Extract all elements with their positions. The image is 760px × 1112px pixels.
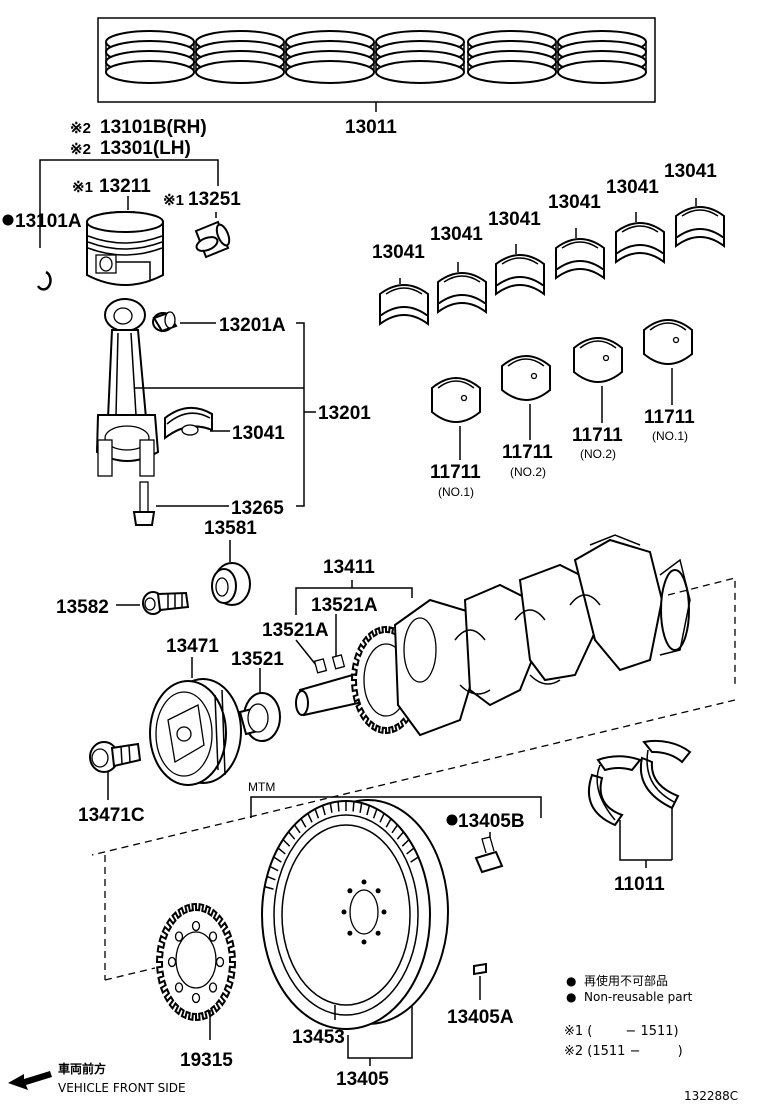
part-number-13041-main-3: 13041: [488, 209, 541, 230]
flywheel-bolt[interactable]: [474, 836, 504, 874]
front-jp: 車両前方: [58, 1061, 106, 1076]
bearing-grade-1: (NO.1): [438, 485, 474, 499]
part-number-13521a-lower: 13521A: [262, 620, 329, 641]
part-number-13041-main-2: 13041: [430, 224, 483, 245]
part-number-13101b: 13101B(RH): [100, 117, 207, 138]
part-number-13011: 13011: [345, 117, 397, 138]
timing-plate[interactable]: [155, 902, 237, 1022]
part-number-11711-4: 11711: [644, 407, 695, 428]
bearing-grade-3: (NO.2): [580, 447, 616, 461]
part-number-13101a: 13101A: [15, 211, 82, 232]
crankshaft[interactable]: [295, 534, 691, 737]
part-number-13201: 13201: [318, 403, 371, 424]
piston-ring-2: [195, 30, 285, 84]
part-number-13041-main-4: 13041: [548, 192, 601, 213]
piston[interactable]: [86, 211, 164, 286]
bushing[interactable]: [152, 311, 178, 333]
part-number-13265: 13265: [231, 498, 284, 519]
crankshaft-bushing[interactable]: [211, 562, 251, 606]
main-bearing-upper-5[interactable]: [615, 222, 665, 264]
connecting-rod[interactable]: [95, 298, 160, 477]
part-number-13411: 13411: [323, 557, 375, 578]
note-mark-1a: ※1: [72, 179, 93, 196]
piston-ring-3: [285, 30, 375, 84]
part-number-13301: 13301(LH): [100, 138, 191, 159]
non-reusable-dot-13101a: [2, 214, 14, 226]
piston-ring-1: [105, 30, 195, 84]
main-bearing-lower-3[interactable]: [573, 337, 623, 383]
piston-ring-4: [375, 30, 465, 84]
part-number-13041-main-1: 13041: [372, 242, 425, 263]
legend-en: Non-reusable part: [584, 990, 693, 1004]
part-number-13041-rod: 13041: [232, 423, 285, 444]
non-reusable-dot-13405b: [446, 814, 458, 826]
note-mark-2b: ※2: [70, 141, 91, 158]
rod-bolt[interactable]: [132, 481, 156, 526]
flywheel-pin[interactable]: [473, 962, 487, 976]
main-bearing-lower-4[interactable]: [643, 319, 693, 365]
part-number-13471: 13471: [166, 636, 219, 657]
snap-ring[interactable]: [36, 270, 52, 291]
bearing-grade-4: (NO.1): [652, 429, 688, 443]
main-bearing-upper-4[interactable]: [555, 238, 605, 280]
crankshaft-pulley[interactable]: [149, 678, 242, 786]
main-bearing-upper-6[interactable]: [675, 206, 725, 248]
piston-pin[interactable]: [194, 220, 232, 259]
crank-timing-sprocket[interactable]: [238, 692, 281, 742]
legend-bullet-2: ●: [566, 990, 576, 1004]
piston-ring-6: [557, 30, 647, 84]
legend-jp: 再使用不可部品: [584, 973, 668, 988]
part-number-13211: 13211: [99, 176, 151, 197]
main-bearing-upper-3[interactable]: [495, 254, 545, 296]
bearing-grade-2: (NO.2): [510, 465, 546, 479]
main-bearing-lower-1[interactable]: [431, 377, 481, 423]
part-number-19315: 19315: [180, 1050, 233, 1071]
part-number-13521: 13521: [231, 649, 284, 670]
note-mark-2a: ※2: [70, 120, 91, 137]
main-bearing-upper-1[interactable]: [379, 284, 429, 326]
part-number-11011: 11011: [614, 874, 665, 895]
part-number-13581: 13581: [204, 518, 257, 539]
legend-note-2: ※2 (1511 − ): [564, 1044, 683, 1059]
mtm-label: MTM: [248, 780, 275, 794]
front-arrow-icon: [8, 1071, 52, 1090]
part-number-13405b: 13405B: [458, 811, 525, 832]
part-number-13405: 13405: [336, 1069, 389, 1090]
part-number-13041-main-5: 13041: [606, 177, 659, 198]
crankshaft-bolt-13582[interactable]: [142, 591, 190, 615]
legend-note-1: ※1 ( − 1511): [564, 1024, 679, 1039]
thrust-washer-right[interactable]: [639, 739, 692, 860]
part-number-11711-3: 11711: [572, 425, 623, 446]
part-number-11711-2: 11711: [502, 442, 553, 463]
legend-bullet-1: ●: [566, 974, 576, 988]
note-mark-1b: ※1: [163, 192, 184, 209]
part-number-13405a: 13405A: [447, 1007, 514, 1028]
part-number-13041-main-6: 13041: [664, 161, 717, 182]
pulley-bolt[interactable]: [89, 741, 142, 773]
part-number-13582: 13582: [56, 597, 109, 618]
part-number-13471c: 13471C: [78, 805, 145, 826]
part-number-11711-1: 11711: [430, 462, 481, 483]
vehicle-front-indicator: 車両前方 VEHICLE FRONT SIDE: [8, 1061, 186, 1095]
rod-bearing[interactable]: [164, 407, 213, 441]
figure-id: 132288C: [684, 1089, 738, 1103]
front-en: VEHICLE FRONT SIDE: [58, 1081, 186, 1095]
part-number-13521a-upper: 13521A: [311, 595, 378, 616]
part-number-13201a: 13201A: [219, 315, 286, 336]
part-number-13251: 13251: [188, 189, 241, 210]
piston-ring-5: [467, 30, 557, 84]
legend: ● 再使用不可部品 ● Non-reusable part ※1 ( − 151…: [564, 973, 693, 1059]
piston-ring-set[interactable]: [97, 17, 656, 112]
part-number-13453: 13453: [292, 1027, 345, 1048]
main-bearing-upper-2[interactable]: [437, 272, 487, 314]
main-bearing-lower-2[interactable]: [501, 355, 551, 401]
flywheel[interactable]: [261, 799, 449, 1030]
thrust-washer-left[interactable]: [587, 755, 642, 838]
